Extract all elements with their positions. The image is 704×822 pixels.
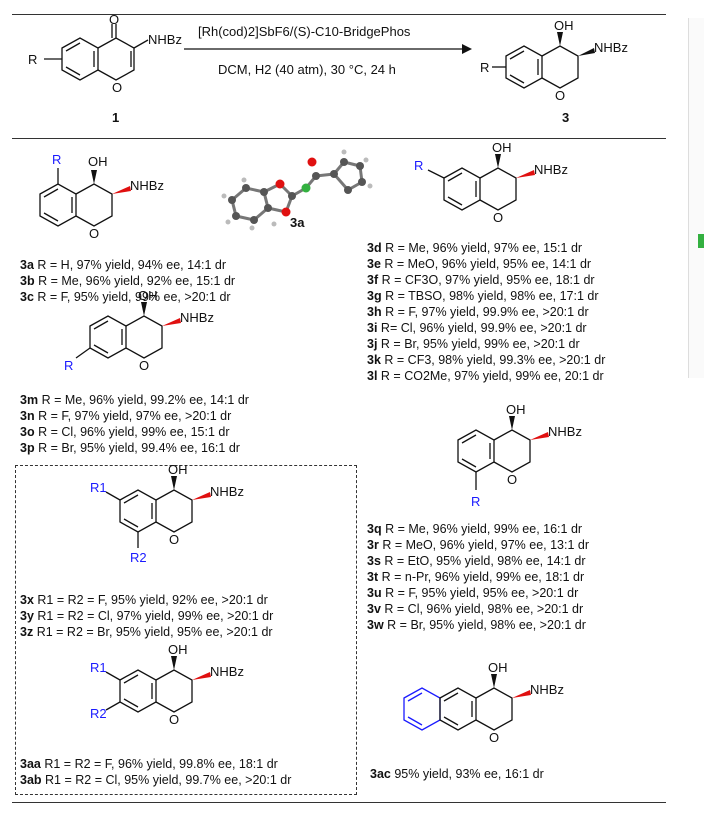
table-6-sub: 3d R = Me, 96% yield, 97% ee, 15:1 dr 3e… xyxy=(367,240,605,384)
r-label: R xyxy=(28,52,37,67)
table-8-sub: 3q R = Me, 96% yield, 99% ee, 16:1 dr 3r… xyxy=(367,521,589,633)
ring-o-label: O xyxy=(169,532,179,547)
list-item: 3e R = MeO, 96% yield, 95% ee, 14:1 dr xyxy=(367,257,592,271)
side-panel-marker xyxy=(698,234,704,248)
list-item: 3l R = CO2Me, 97% yield, 99% ee, 20:1 dr xyxy=(367,369,604,383)
list-item: 3r R = MeO, 96% yield, 97% ee, 13:1 dr xyxy=(367,538,590,552)
list-item: 3ac 95% yield, 93% ee, 16:1 dr xyxy=(370,767,544,781)
list-item: 3v R = Cl, 96% yield, 98% ee, >20:1 dr xyxy=(367,602,584,616)
list-item: 3b R = Me, 96% yield, 92% ee, 15:1 dr xyxy=(20,274,236,288)
ring-o-label: O xyxy=(489,730,499,745)
oh-label: OH xyxy=(554,18,574,33)
oh-label: OH xyxy=(168,642,188,657)
list-item: 3h R = F, 97% yield, 99.9% ee, >20:1 dr xyxy=(367,305,589,319)
list-item: 3z R1 = R2 = Br, 95% yield, 95% ee, >20:… xyxy=(20,625,273,639)
catalyst-text: [Rh(cod)2]SbF6/(S)-C10-BridgePhos xyxy=(198,24,411,39)
nhbz-label: NHBz xyxy=(530,682,564,697)
bottom-rule xyxy=(12,802,666,803)
list-item: 3p R = Br, 95% yield, 99.4% ee, 16:1 dr xyxy=(20,441,240,455)
list-item: 3u R = F, 95% yield, 95% ee, >20:1 dr xyxy=(367,586,579,600)
r1-label: R1 xyxy=(90,660,107,675)
ring-o-label: O xyxy=(169,712,179,727)
disubstituted-box xyxy=(15,465,357,795)
r1-label: R1 xyxy=(90,480,107,495)
top-rule xyxy=(12,14,666,15)
list-item: 3y R1 = R2 = Cl, 97% yield, 99% ee, >20:… xyxy=(20,609,274,623)
product-number: 3 xyxy=(562,110,569,125)
nhbz-label: NHBz xyxy=(148,32,182,47)
reactant-structure: O NHBz R O 1 xyxy=(28,12,182,125)
structure-7-sub: R OH NHBz O xyxy=(64,288,214,373)
product-structure: OH NHBz R O 3 xyxy=(480,18,628,125)
table-6-7-disub: 3aa R1 = R2 = F, 96% yield, 99.8% ee, 18… xyxy=(20,756,291,788)
ring-o-label: O xyxy=(493,210,503,225)
side-panel-edge xyxy=(688,18,704,378)
list-item: 3n R = F, 97% yield, 97% ee, >20:1 dr xyxy=(20,409,232,423)
oh-label: OH xyxy=(492,140,512,155)
nhbz-label: NHBz xyxy=(534,162,568,177)
oh-label: OH xyxy=(168,462,188,477)
reaction-arrow xyxy=(184,44,472,54)
table-5-sub: 3a R = H, 97% yield, 94% ee, 14:1 dr 3b … xyxy=(20,257,235,305)
list-item: 3t R = n-Pr, 96% yield, 99% ee, 18:1 dr xyxy=(367,570,585,584)
r-label: R xyxy=(414,158,423,173)
list-item: 3w R = Br, 95% yield, 98% ee, >20:1 dr xyxy=(367,618,586,632)
r2-label: R2 xyxy=(130,550,147,565)
list-item: 3d R = Me, 96% yield, 97% ee, 15:1 dr xyxy=(367,241,583,255)
oh-label: OH xyxy=(88,154,108,169)
structure-5-sub: R OH NHBz O xyxy=(39,152,164,241)
table-7-sub: 3m R = Me, 96% yield, 99.2% ee, 14:1 dr … xyxy=(20,392,249,456)
r-label: R xyxy=(64,358,73,373)
structure-8-sub: R OH NHBz O xyxy=(457,402,582,509)
oh-label: OH xyxy=(138,288,158,303)
list-item: 3g R = TBSO, 98% yield, 98% ee, 17:1 dr xyxy=(367,289,599,303)
structure-6-8-disub: R1 R2 OH NHBz O xyxy=(90,462,244,565)
list-item: 3ab R1 = R2 = Cl, 95% yield, 99.7% ee, >… xyxy=(20,773,292,787)
list-item: 3aa R1 = R2 = F, 96% yield, 99.8% ee, 18… xyxy=(20,757,278,771)
nhbz-label: NHBz xyxy=(180,310,214,325)
oh-label: OH xyxy=(488,660,508,675)
nhbz-label: NHBz xyxy=(130,178,164,193)
list-item: 3q R = Me, 96% yield, 99% ee, 16:1 dr xyxy=(367,522,583,536)
r-label: R xyxy=(52,152,61,167)
ring-o-label: O xyxy=(139,358,149,373)
structure-naphtho: OH NHBz O xyxy=(403,660,564,745)
r2-label: R2 xyxy=(90,706,107,721)
ring-o-label: O xyxy=(555,88,565,103)
nhbz-label: NHBz xyxy=(548,424,582,439)
carbonyl-o-label: O xyxy=(109,12,119,27)
list-item: 3m R = Me, 96% yield, 99.2% ee, 14:1 dr xyxy=(20,393,249,407)
nhbz-label: NHBz xyxy=(210,664,244,679)
conditions-text: DCM, H2 (40 atm), 30 °C, 24 h xyxy=(218,62,396,77)
structure-6-sub: R OH NHBz O xyxy=(414,140,568,225)
list-item: 3f R = CF3O, 97% yield, 95% ee, 18:1 dr xyxy=(367,273,595,287)
table-naphtho: 3ac 95% yield, 93% ee, 16:1 dr xyxy=(370,766,544,782)
list-item: 3x R1 = R2 = F, 95% yield, 92% ee, >20:1… xyxy=(20,593,268,607)
structure-6-7-disub: R1 R2 OH NHBz O xyxy=(90,642,244,727)
list-item: 3k R = CF3, 98% yield, 99.3% ee, >20:1 d… xyxy=(367,353,606,367)
list-item: 3o R = Cl, 96% yield, 99% ee, 15:1 dr xyxy=(20,425,230,439)
list-item: 3s R = EtO, 95% yield, 98% ee, 14:1 dr xyxy=(367,554,586,568)
list-item: 3i R= Cl, 96% yield, 99.9% ee, >20:1 dr xyxy=(367,321,587,335)
oh-label: OH xyxy=(506,402,526,417)
r-label: R xyxy=(471,494,480,509)
list-item: 3a R = H, 97% yield, 94% ee, 14:1 dr xyxy=(20,258,227,272)
nhbz-label: NHBz xyxy=(210,484,244,499)
list-item: 3c R = F, 95% yield, 99% ee, >20:1 dr xyxy=(20,290,231,304)
scheme-divider xyxy=(12,138,666,139)
r-label: R xyxy=(480,60,489,75)
list-item: 3j R = Br, 95% yield, 99% ee, >20:1 dr xyxy=(367,337,580,351)
ring-o-label: O xyxy=(112,80,122,95)
nhbz-label: NHBz xyxy=(594,40,628,55)
ring-o-label: O xyxy=(89,226,99,241)
reactant-number: 1 xyxy=(112,110,119,125)
ring-o-label: O xyxy=(507,472,517,487)
table-6-8-disub: 3x R1 = R2 = F, 95% yield, 92% ee, >20:1… xyxy=(20,592,273,640)
crystal-structure-3a xyxy=(221,149,373,231)
crystal-label: 3a xyxy=(290,215,305,230)
